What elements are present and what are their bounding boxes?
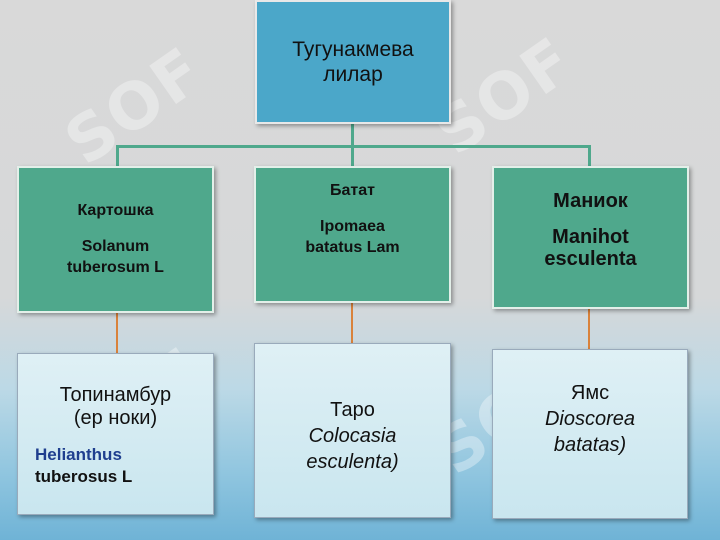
node-ja-latin2: tuberosus L xyxy=(35,467,133,487)
node-ja-latin1: Helianthus xyxy=(35,445,122,464)
node-potato: Картошка Solanum tuberosum L xyxy=(17,166,214,313)
node-yam-name: Ямс xyxy=(570,382,610,404)
node-ja-latin: Helianthus tuberosus L xyxy=(18,444,132,488)
node-cassava-name: Маниок xyxy=(553,190,628,212)
connector-left-leaf xyxy=(116,313,118,353)
node-potato-latin2: tuberosum L xyxy=(67,259,164,277)
node-sweet-potato-latin1: Ipomaea xyxy=(320,217,385,235)
connector-left-down xyxy=(116,145,119,167)
node-sweet-potato-latin2: batatus Lam xyxy=(305,239,400,257)
node-yam: Ямс Dioscorea batatas) xyxy=(492,349,688,519)
watermark-logo: SOF xyxy=(52,33,218,181)
root-label-line2: лилар xyxy=(323,63,383,86)
node-cassava-latin2: esculenta xyxy=(544,248,637,270)
root-label-line1: Тугунакмева xyxy=(292,37,414,61)
node-yam-latin1: Dioscorea xyxy=(544,408,636,430)
node-cassava: Маниок Manihot esculenta xyxy=(492,166,689,309)
connector-right-down xyxy=(588,145,591,167)
node-cassava-latin1: Manihot xyxy=(552,226,629,248)
node-ja-name2: (ер ноки) xyxy=(73,407,158,429)
node-taro-latin2: esculenta) xyxy=(306,450,399,473)
node-yam-latin2: batatas) xyxy=(553,434,627,456)
connector-middle-down xyxy=(351,145,354,167)
root-node: Тугунакмева лилар xyxy=(255,0,451,124)
connector-middle-leaf xyxy=(351,303,353,343)
node-sweet-potato: Батат Ipomaea batatus Lam xyxy=(254,166,451,303)
connector-right-leaf xyxy=(588,309,590,349)
node-taro: Таро Colocasia esculenta) xyxy=(254,343,451,518)
node-ja-name1: Топинамбур xyxy=(59,384,172,406)
connector-root-down xyxy=(351,124,354,146)
node-potato-name: Картошка xyxy=(77,202,154,220)
node-potato-latin1: Solanum xyxy=(81,237,150,255)
node-sweet-potato-name: Батат xyxy=(330,182,375,199)
node-jerusalem-artichoke: Топинамбур (ер ноки) Helianthus tuberosu… xyxy=(17,353,214,515)
node-taro-latin1: Colocasia xyxy=(308,424,397,447)
node-taro-name: Таро xyxy=(330,398,375,421)
